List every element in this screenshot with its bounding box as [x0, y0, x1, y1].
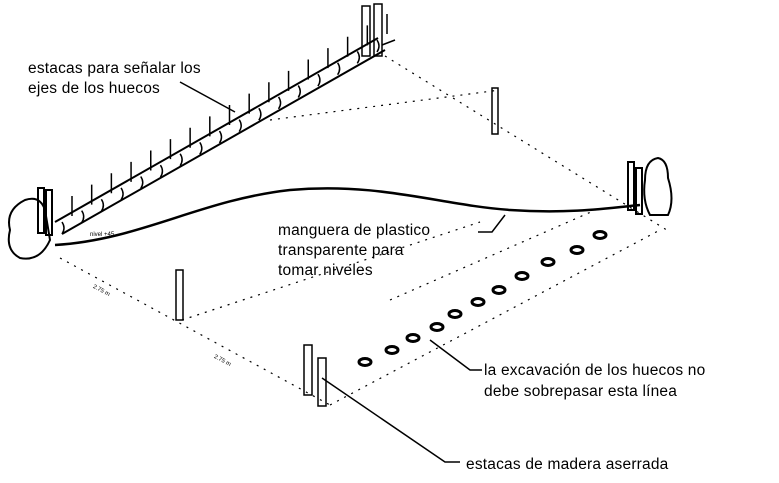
- pipe-joint: [61, 221, 65, 235]
- corner-posts-top: [361, 3, 396, 57]
- label-hose-2: transparente para: [278, 242, 404, 259]
- pipe-joint: [336, 62, 341, 76]
- pipe-joint: [277, 96, 282, 110]
- wood-stakes: [175, 87, 499, 407]
- pipe-joint: [100, 198, 105, 212]
- hole: [569, 245, 585, 255]
- pipe-joint: [258, 107, 262, 121]
- pipe-joint: [81, 210, 85, 224]
- hole: [491, 285, 507, 295]
- pipe-joint: [317, 73, 321, 87]
- pipe-joint: [120, 187, 124, 201]
- label-hose-3: tomar niveles: [278, 262, 373, 279]
- hole: [405, 333, 421, 343]
- hole: [470, 297, 486, 307]
- pipe-joint: [376, 39, 380, 53]
- guide-lines: [59, 55, 671, 406]
- pipe-joint: [356, 50, 361, 64]
- label-excavation-1: la excavación de los huecos no: [484, 362, 706, 379]
- label-wood-stakes: estacas de madera aserrada: [466, 456, 669, 473]
- pipe-joint: [238, 119, 242, 133]
- hole: [540, 257, 556, 267]
- pipe-joint: [199, 141, 203, 155]
- label-hose-1: manguera de plastico: [278, 222, 431, 239]
- hole: [384, 345, 400, 355]
- pipe-joint: [218, 130, 223, 144]
- worker-right: [627, 156, 673, 216]
- pipe-joint: [159, 164, 164, 178]
- hose: [54, 187, 641, 247]
- leader-lines: [179, 81, 506, 463]
- worker-left: [7, 187, 53, 260]
- hole: [447, 309, 463, 319]
- hole: [514, 271, 530, 281]
- hole: [429, 322, 445, 332]
- pipe-joint: [179, 153, 183, 167]
- level-annotation: nivel +45: [90, 232, 115, 238]
- hole: [592, 230, 608, 240]
- pipe-joint: [297, 85, 301, 98]
- label-excavation-2: debe sobrepasar esta línea: [484, 383, 678, 400]
- label-stakes-axes-2: ejes de los huecos: [28, 80, 160, 97]
- stake-row: [54, 14, 388, 235]
- pipe-joint: [140, 176, 144, 189]
- holes: [357, 230, 608, 367]
- hole: [357, 357, 373, 367]
- label-stakes-axes-1: estacas para señalar los: [28, 60, 201, 77]
